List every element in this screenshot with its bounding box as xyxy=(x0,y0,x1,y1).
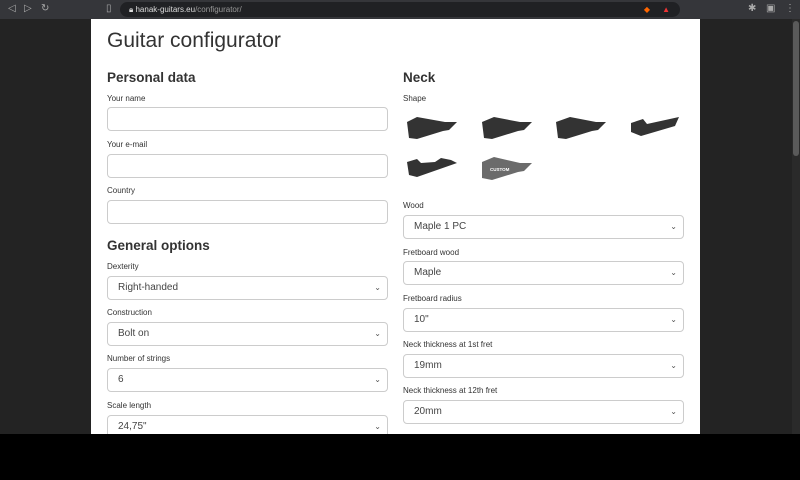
headstock-shape-2[interactable] xyxy=(480,115,536,143)
scale-select[interactable]: 24,75" ⌄ xyxy=(107,415,388,434)
dexterity-value: Right-handed xyxy=(118,282,179,293)
neck-heading: Neck xyxy=(403,70,436,85)
wood-value: Maple 1 PC xyxy=(414,221,467,232)
viewport: Guitar configurator Personal data Your n… xyxy=(0,19,792,434)
neck-thickness-1-label: Neck thickness at 1st fret xyxy=(403,340,493,349)
chevron-down-icon: ⌄ xyxy=(374,283,381,292)
url-path: /configurator/ xyxy=(195,5,242,14)
scrollbar[interactable] xyxy=(792,19,800,434)
chevron-down-icon: ⌄ xyxy=(670,315,677,324)
chevron-down-icon: ⌄ xyxy=(374,422,381,431)
neck-thickness-12-label: Neck thickness at 12th fret xyxy=(403,386,498,395)
name-input[interactable] xyxy=(107,107,388,131)
dexterity-label: Dexterity xyxy=(107,262,139,271)
personal-data-heading: Personal data xyxy=(107,70,196,85)
rewards-icon[interactable]: ▲ xyxy=(662,5,670,14)
headstock-shape-1[interactable] xyxy=(405,115,461,143)
chevron-down-icon: ⌄ xyxy=(670,268,677,277)
address-bar[interactable]: 🔒︎ hanak-guitars.eu/configurator/ ◆ ▲ xyxy=(120,2,680,17)
bookmark-icon[interactable]: ▯ xyxy=(106,3,112,14)
country-label: Country xyxy=(107,186,136,195)
general-options-heading: General options xyxy=(107,238,210,253)
fretboard-radius-select[interactable]: 10" ⌄ xyxy=(403,308,684,332)
email-label: Your e-mail xyxy=(107,140,148,149)
fretboard-radius-label: Fretboard radius xyxy=(403,294,462,303)
forward-icon[interactable]: ▷ xyxy=(24,3,32,14)
reload-icon[interactable]: ↻ xyxy=(41,3,50,14)
neck-thickness-12-value: 20mm xyxy=(414,406,442,417)
page-title: Guitar configurator xyxy=(107,29,281,52)
menu-icon[interactable]: ⋮ xyxy=(785,3,795,14)
wood-select[interactable]: Maple 1 PC ⌄ xyxy=(403,215,684,239)
construction-select[interactable]: Bolt on ⌄ xyxy=(107,322,388,346)
configurator-page: Guitar configurator Personal data Your n… xyxy=(91,19,700,434)
chevron-down-icon: ⌄ xyxy=(374,329,381,338)
strings-value: 6 xyxy=(118,374,124,385)
url-host: hanak-guitars.eu xyxy=(135,5,196,14)
lock-icon: 🔒︎ xyxy=(129,5,136,14)
headstock-shape-3[interactable] xyxy=(554,115,610,143)
chevron-down-icon: ⌄ xyxy=(374,375,381,384)
custom-shape-label: CUSTOM xyxy=(490,167,510,172)
email-input[interactable] xyxy=(107,154,388,178)
strings-label: Number of strings xyxy=(107,354,171,363)
headstock-shape-5[interactable] xyxy=(405,156,461,184)
name-label: Your name xyxy=(107,94,146,103)
extensions-icon[interactable]: ✱ xyxy=(748,3,757,14)
shape-label: Shape xyxy=(403,94,427,103)
chevron-down-icon: ⌄ xyxy=(670,407,677,416)
scale-value: 24,75" xyxy=(118,421,147,432)
wood-label: Wood xyxy=(403,201,424,210)
brave-shield-icon[interactable]: ◆ xyxy=(643,5,650,14)
fretboard-wood-value: Maple xyxy=(414,267,442,278)
scale-label: Scale length xyxy=(107,401,152,410)
wallet-icon[interactable]: ▣ xyxy=(766,3,776,14)
fretboard-wood-label: Fretboard wood xyxy=(403,248,460,257)
headstock-shape-custom[interactable]: CUSTOM xyxy=(480,156,536,184)
construction-value: Bolt on xyxy=(118,328,150,339)
dexterity-select[interactable]: Right-handed ⌄ xyxy=(107,276,388,300)
strings-select[interactable]: 6⌄ xyxy=(107,368,388,392)
country-input[interactable] xyxy=(107,200,388,224)
chevron-down-icon: ⌄ xyxy=(670,361,677,370)
neck-thickness-1-value: 19mm xyxy=(414,360,442,371)
fretboard-wood-select[interactable]: Maple ⌄ xyxy=(403,261,684,285)
chevron-down-icon: ⌄ xyxy=(670,222,677,231)
headstock-shape-4[interactable] xyxy=(629,115,685,143)
construction-label: Construction xyxy=(107,308,152,317)
neck-thickness-12-select[interactable]: 20mm ⌄ xyxy=(403,400,684,424)
back-icon[interactable]: ◁ xyxy=(8,3,16,14)
browser-toolbar: ◁ ▷ ↻ ▯ 🔒︎ hanak-guitars.eu/configurator… xyxy=(0,0,800,19)
scrollbar-thumb[interactable] xyxy=(793,21,799,156)
neck-thickness-1-select[interactable]: 19mm ⌄ xyxy=(403,354,684,378)
fretboard-radius-value: 10" xyxy=(414,314,429,325)
